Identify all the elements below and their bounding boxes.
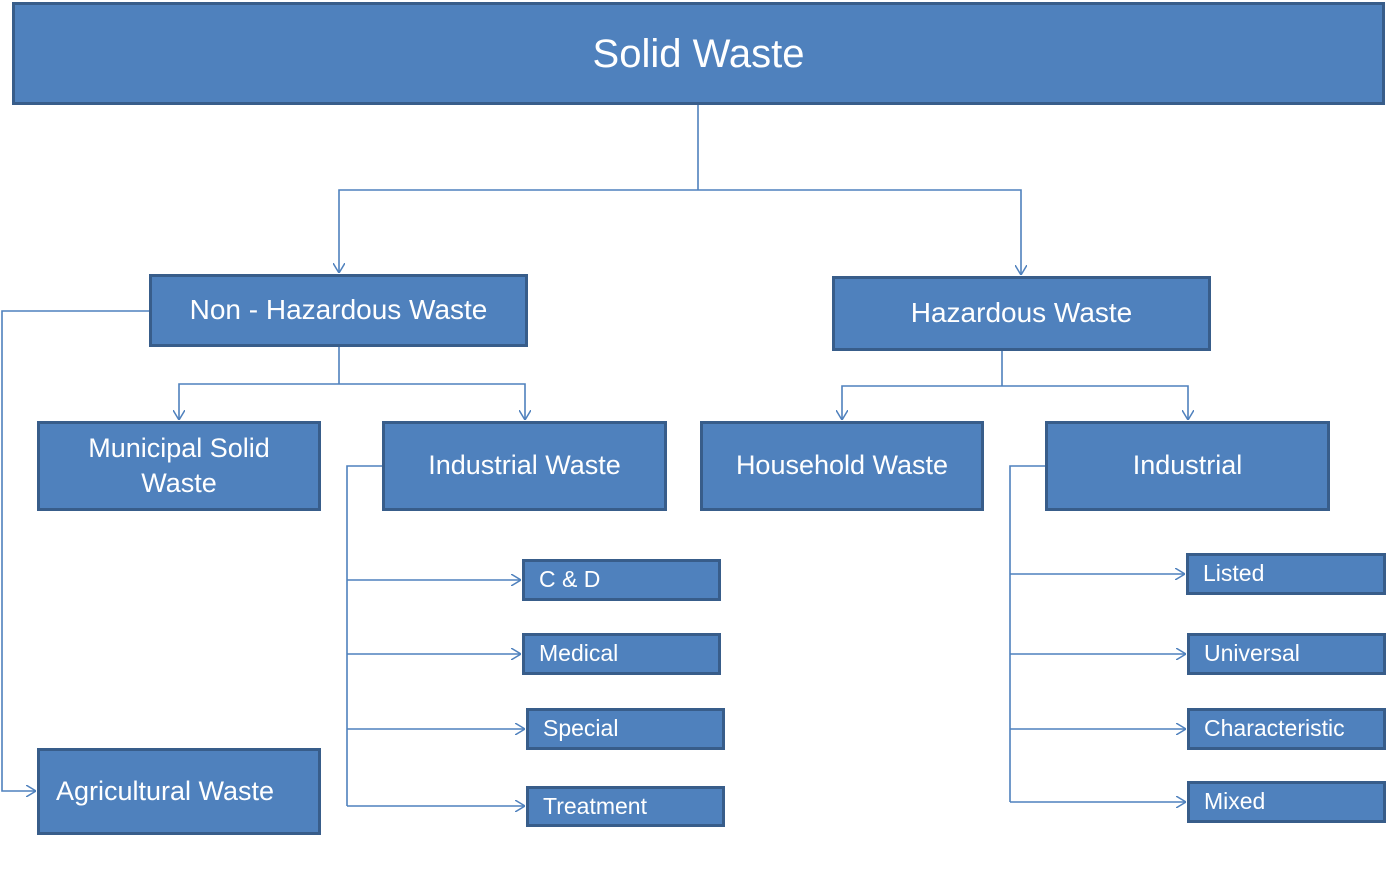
leaf-characteristic-label: Characteristic — [1204, 715, 1345, 742]
leaf-medical-label: Medical — [539, 640, 619, 667]
node-agricultural-waste-label: Agricultural Waste — [56, 775, 275, 806]
connector-industrial-hazardous-trunk — [1009, 465, 1045, 802]
leaf-treatment: Treatment — [526, 786, 725, 827]
node-industrial-hazardous-label: Industrial — [1132, 450, 1243, 481]
node-non-hazardous-waste: Non - Hazardous Waste — [149, 274, 528, 347]
node-agricultural-waste: Agricultural Waste — [37, 748, 321, 835]
leaf-mixed: Mixed — [1187, 781, 1386, 823]
connector-industrial-waste-trunk — [346, 465, 382, 806]
node-non-hazardous-waste-label: Non - Hazardous Waste — [189, 294, 488, 326]
connector-hazardous-to-household — [842, 385, 1002, 420]
leaf-listed-label: Listed — [1203, 560, 1265, 587]
connector-hazardous-to-industrial — [1002, 385, 1188, 420]
connector-nonhazardous-to-municipal — [179, 383, 339, 420]
node-municipal-line2: Waste — [141, 468, 217, 498]
leaf-characteristic: Characteristic — [1187, 708, 1386, 750]
node-solid-waste-label: Solid Waste — [592, 31, 805, 76]
leaf-special: Special — [526, 708, 725, 750]
leaf-c-and-d-label: C & D — [539, 566, 601, 593]
leaf-universal-label: Universal — [1204, 640, 1300, 667]
leaf-c-and-d: C & D — [522, 559, 721, 601]
node-solid-waste: Solid Waste — [12, 2, 1385, 105]
leaf-universal: Universal — [1187, 633, 1386, 675]
leaf-medical: Medical — [522, 633, 721, 675]
leaf-treatment-label: Treatment — [543, 792, 647, 819]
node-municipal-line1: Municipal Solid — [88, 432, 270, 463]
connector-nonhazardous-to-agricultural — [1, 310, 149, 791]
connector-nonhazardous-to-industrial — [339, 383, 525, 420]
node-household-waste: Household Waste — [700, 421, 984, 511]
node-hazardous-waste-label: Hazardous Waste — [910, 297, 1133, 329]
node-municipal-solid-waste: Municipal Solid Waste — [37, 421, 321, 511]
node-industrial-waste-label: Industrial Waste — [428, 450, 621, 481]
leaf-mixed-label: Mixed — [1204, 788, 1266, 815]
node-industrial-waste: Industrial Waste — [382, 421, 667, 511]
connector-root-to-hazardous — [698, 189, 1021, 275]
node-household-waste-label: Household Waste — [735, 450, 949, 481]
leaf-special-label: Special — [543, 715, 619, 742]
leaf-listed: Listed — [1186, 553, 1386, 595]
node-hazardous-waste: Hazardous Waste — [832, 276, 1211, 351]
connector-root-to-nonhazardous — [339, 189, 698, 273]
node-industrial-hazardous: Industrial — [1045, 421, 1330, 511]
